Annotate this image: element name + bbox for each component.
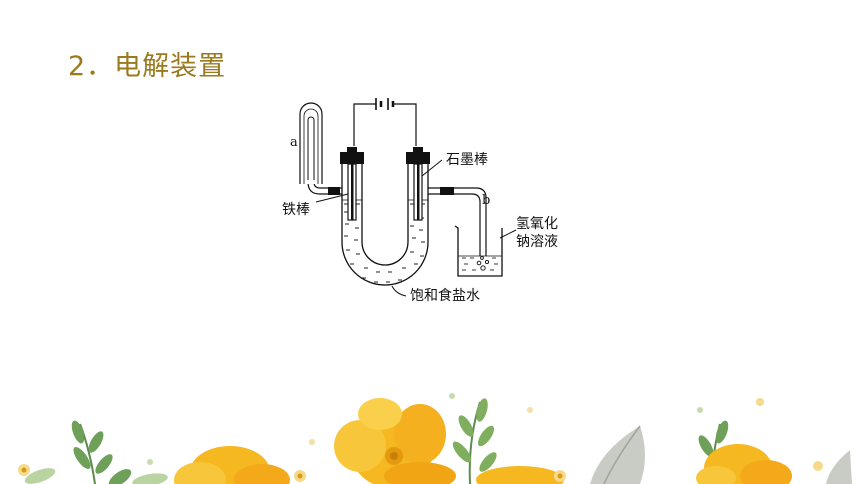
battery-circuit: [353, 98, 417, 146]
label-naoh-line2: 钠溶液: [516, 234, 558, 250]
beaker-naoh: [454, 225, 503, 277]
yellow-flower-center: [334, 398, 564, 484]
test-tube-a: [299, 102, 323, 184]
label-brine: 饱和食盐水: [410, 287, 480, 304]
electrolysis-apparatus-diagram: a b 石墨棒 铁棒 氢氧化 钠溶液 饱和食盐水: [282, 98, 558, 304]
small-blossoms: [18, 393, 823, 482]
label-b: b: [482, 193, 490, 208]
tube-to-b: [428, 187, 487, 266]
light-leaf-left: [24, 468, 168, 484]
label-a: a: [290, 135, 298, 150]
label-naoh-line1: 氢氧化: [516, 216, 558, 232]
yellow-flower-left: [174, 446, 290, 484]
leaf-sprig-center: [452, 398, 497, 484]
slide-title: 2．电解装置: [68, 51, 227, 82]
stoppers: [340, 147, 430, 164]
floral-decoration: [18, 393, 852, 484]
label-graphite-rod: 石墨棒: [446, 152, 488, 168]
grey-leaf: [590, 425, 852, 484]
yellow-flower-right: [696, 444, 792, 484]
leaf-sprig-left: [71, 420, 132, 484]
label-iron-rod: 铁棒: [282, 202, 310, 218]
